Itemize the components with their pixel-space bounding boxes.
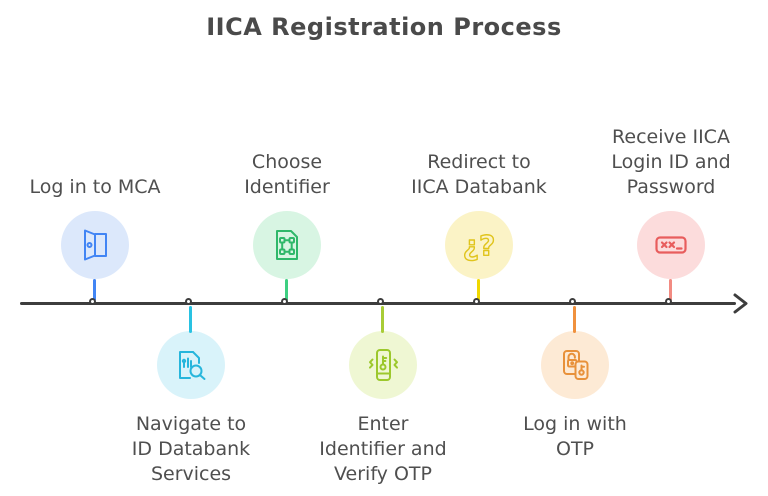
document-search-icon <box>179 351 206 380</box>
step-icon-bubble <box>637 211 705 279</box>
timeline-node <box>89 298 96 305</box>
step-label: Choose Identifier <box>244 151 330 198</box>
step-label: Receive IICA Login ID and Password <box>611 126 731 198</box>
step-connector <box>381 306 384 333</box>
timeline-node <box>185 298 192 305</box>
timeline-node <box>665 298 672 305</box>
timeline-arrowhead-icon <box>733 293 748 314</box>
step-icon-bubble: ¿? <box>445 211 513 279</box>
step-receive-iica-login-id-and-password: Receive IICA Login ID and Password <box>581 0 761 496</box>
timeline-node <box>473 298 480 305</box>
password-field-icon <box>655 236 687 254</box>
step-label: Navigate to ID Databank Services <box>131 413 251 485</box>
step-connector <box>189 306 192 333</box>
question-marks-icon: ¿? <box>462 228 496 262</box>
door-icon <box>84 229 107 261</box>
devices-otp-icon <box>563 350 589 380</box>
step-choose-identifier: Choose Identifier <box>197 0 377 496</box>
step-icon-bubble <box>541 331 609 399</box>
step-connector <box>477 279 480 301</box>
otp-phone-icon <box>369 349 398 381</box>
identifier-selection-icon <box>276 230 298 260</box>
step-redirect-to-iica-databank: Redirect to IICA Databank ¿? <box>389 0 569 496</box>
timeline-node <box>377 298 384 305</box>
svg-text:¿?: ¿? <box>463 229 495 262</box>
step-label: Log in to MCA <box>29 176 161 198</box>
timeline-node <box>281 298 288 305</box>
step-label: Redirect to IICA Databank <box>411 151 547 198</box>
step-log-in-with-otp: Log in with OTP <box>485 0 665 496</box>
step-icon-bubble <box>253 211 321 279</box>
step-icon-bubble <box>349 331 417 399</box>
timeline-node <box>569 298 576 305</box>
step-icon-bubble <box>157 331 225 399</box>
step-log-in-to-mca: Log in to MCA <box>5 0 185 496</box>
step-connector <box>93 279 96 301</box>
diagram-title: IICA Registration Process <box>206 13 562 41</box>
step-connector <box>573 306 576 333</box>
step-label: Log in with OTP <box>523 413 627 460</box>
step-navigate-to-id-databank-services: Navigate to ID Databank Services <box>101 0 281 496</box>
step-connector <box>285 279 288 301</box>
step-connector <box>669 279 672 301</box>
step-label: Enter Identifier and Verify OTP <box>319 413 447 485</box>
step-enter-identifier-and-verify-otp: Enter Identifier and Verify OTP <box>293 0 473 496</box>
step-icon-bubble <box>61 211 129 279</box>
